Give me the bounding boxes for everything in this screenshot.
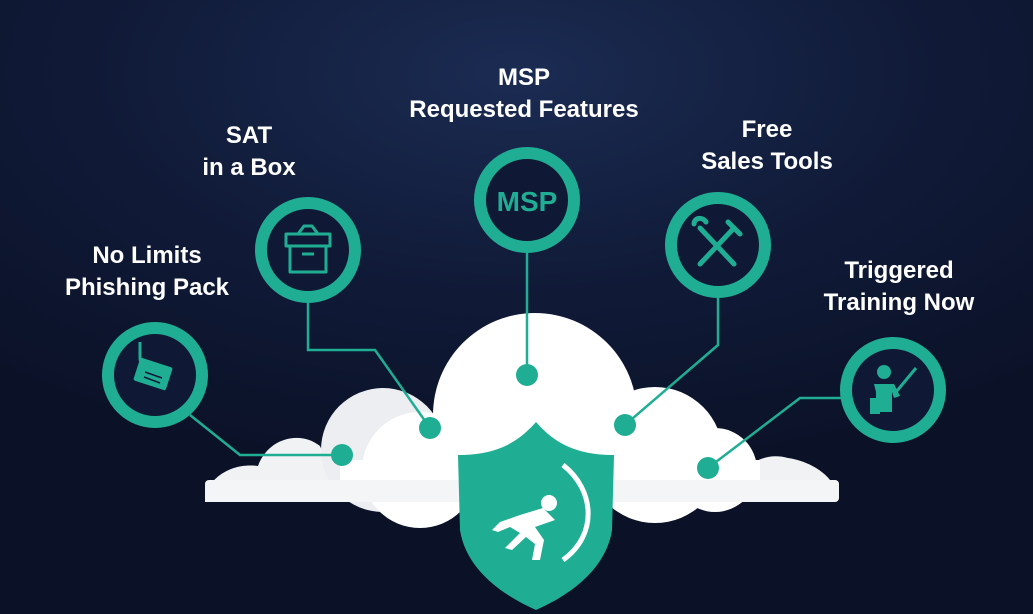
trainer-icon [870,365,918,414]
label-phishing-line2: Phishing Pack [64,274,230,301]
label-training-line2: Training Now [823,289,975,316]
connector-lines [189,245,848,469]
sat-circle [255,197,361,303]
label-training-line1: Triggered [844,257,954,284]
label-sat-line2: in a Box [202,154,296,181]
shield-miner-icon [458,422,614,610]
label-msp: MSP Requested Features [409,62,638,126]
label-phishing-line1: No Limits [92,242,202,269]
label-sat: SAT in a Box [202,120,295,184]
box-icon [284,224,332,274]
label-sales-line2: Sales Tools [701,148,833,175]
tools-icon [691,215,743,267]
label-sales: Free Sales Tools [701,114,833,178]
phishing-hook-icon [133,342,173,391]
label-training: Triggered Training Now [824,255,975,319]
label-msp-line1: MSP [497,64,550,91]
label-phishing: No Limits Phishing Pack [65,240,229,304]
connector-dots [331,364,719,479]
msp-circle [474,147,580,253]
label-msp-line2: Requested Features [409,96,639,123]
label-sat-line1: SAT [225,122,273,149]
msp-icon: MSP [497,186,558,217]
label-sales-line1: Free [741,116,793,143]
